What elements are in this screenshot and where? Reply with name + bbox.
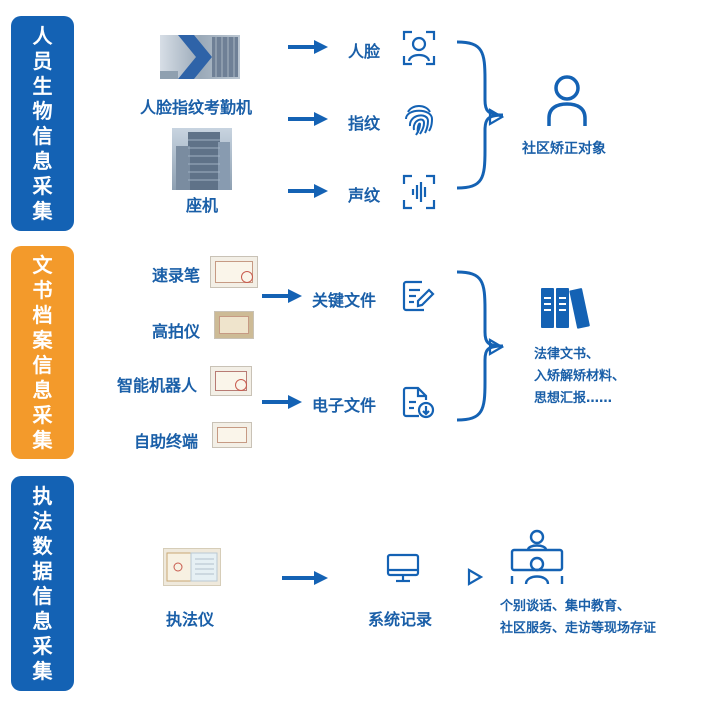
section-title-biometric: 人员生物信息采集 [32, 23, 53, 223]
device-label-robot: 智能机器人 [117, 376, 198, 395]
voiceprint-icon [402, 174, 436, 210]
arrow-to-face [288, 40, 328, 54]
sidebar-enforcement: 执法数据信息采集 [11, 476, 74, 691]
fingerprint-icon [405, 105, 434, 136]
triangle-pointer-3 [467, 568, 484, 586]
bracket-documents [456, 270, 504, 422]
monitor-icon [386, 553, 420, 583]
output-label-key-files: 关键文件 [312, 291, 377, 310]
meeting-icon [510, 529, 564, 585]
result-line-talks-education: 个别谈话、集中教育、 [500, 599, 631, 614]
output-label-voiceprint: 声纹 [348, 186, 381, 205]
output-label-electronic-files: 电子文件 [312, 396, 377, 415]
certificate-thumbnail [210, 366, 252, 396]
arrow-to-voiceprint [288, 184, 328, 198]
result-line-materials: 入矫解矫材料、 [534, 369, 626, 384]
arrow-to-system-records [282, 571, 328, 585]
books-icon [541, 288, 590, 329]
triangle-pointer-2 [488, 338, 505, 356]
result-label-community-subject: 社区矫正对象 [522, 141, 606, 157]
enforcement-recorder-photo [163, 548, 221, 586]
sidebar-biometric: 人员生物信息采集 [11, 16, 74, 231]
output-label-system-records: 系统记录 [368, 610, 433, 629]
edit-document-icon [402, 280, 435, 312]
arrow-to-key-files [262, 289, 302, 303]
certificate-thumbnail [214, 311, 254, 339]
certificate-thumbnail [212, 422, 252, 448]
sidebar-documents: 文书档案信息采集 [11, 246, 74, 459]
download-document-icon [402, 386, 435, 419]
output-label-fingerprint: 指纹 [348, 114, 381, 133]
person-icon [547, 75, 587, 126]
arrow-to-fingerprint [288, 112, 328, 126]
output-label-face: 人脸 [348, 42, 381, 61]
face-scan-icon [402, 30, 436, 66]
certificate-thumbnail [210, 256, 258, 288]
device-label-landline: 座机 [186, 196, 219, 215]
device-label-self-terminal: 自助终端 [134, 432, 199, 451]
device-label-recording-pen: 速录笔 [152, 266, 201, 285]
result-line-legal-documents: 法律文书、 [534, 347, 600, 362]
device-label-enforcement-recorder: 执法仪 [166, 610, 215, 629]
bracket-biometric [456, 40, 504, 190]
arrow-to-electronic-files [262, 395, 302, 409]
triangle-pointer-1 [488, 108, 505, 126]
device-label-scanner: 高拍仪 [152, 322, 201, 341]
device-label-attendance: 人脸指纹考勤机 [140, 98, 253, 117]
section-title-enforcement: 执法数据信息采集 [32, 483, 53, 683]
result-line-service-visits: 社区服务、走访等现场存证 [500, 621, 657, 636]
result-line-reports: 思想汇报…… [534, 391, 613, 406]
landline-photo [172, 128, 232, 190]
attendance-machine-photo [160, 35, 240, 79]
section-title-documents: 文书档案信息采集 [32, 252, 53, 452]
